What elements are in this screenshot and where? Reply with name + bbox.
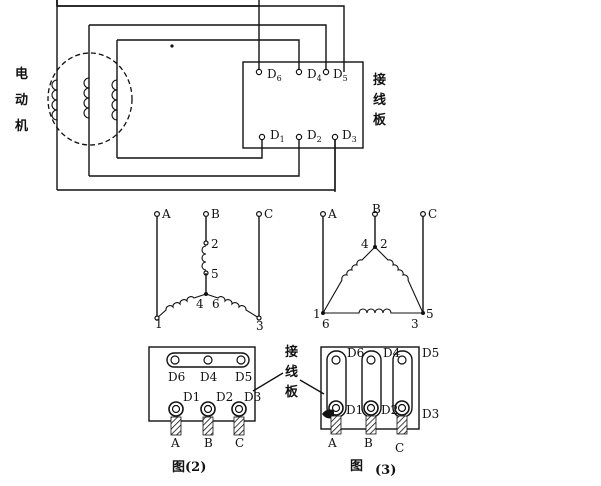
board3-phase-a: A: [327, 436, 337, 450]
motor-label-char-2: 动: [15, 93, 28, 108]
delta-phase-c: C: [428, 207, 437, 221]
star-num-2: 2: [211, 237, 219, 251]
board2-phase-a: A: [170, 436, 180, 450]
terminal-label-d1: D1: [270, 128, 285, 144]
callout-char-2: 线: [285, 364, 298, 380]
motor-label-char-3: 机: [15, 118, 28, 134]
board3-label-d6: D6: [347, 346, 364, 360]
board3-phase-c: C: [395, 441, 404, 455]
wire-d2: [89, 137, 300, 177]
star-phase-c: C: [264, 207, 273, 221]
delta-phase-a: A: [327, 207, 337, 221]
delta-num-5: 5: [426, 307, 434, 321]
board-label-char-3: 板: [373, 112, 387, 128]
star-num-5: 5: [211, 267, 219, 281]
caption-figure-3-num: (3): [375, 463, 396, 478]
caption-figure-2: 图(2): [172, 460, 206, 475]
delta-num-2: 2: [380, 237, 388, 251]
star-num-4: 4: [196, 297, 204, 311]
wire-d5: [56, 0, 260, 7]
board3-label-d1: D1: [346, 403, 363, 417]
board3-label-d2: D2: [381, 403, 398, 417]
star-num-6: 6: [212, 297, 220, 311]
terminal-label-d3: D3: [342, 128, 357, 144]
star-num-1: 1: [155, 317, 163, 331]
board-callout: 接 线 板: [252, 344, 325, 400]
motor-winding-2: [83, 25, 90, 176]
board2-label-d3: D3: [244, 390, 261, 404]
terminal-board-1: [242, 61, 364, 149]
star-num-3: 3: [256, 319, 264, 333]
star-connection-diagram: A B C 2 5 4 6 1 3: [154, 207, 273, 333]
board2-label-d6: D6: [168, 370, 185, 384]
terminal-board-delta: D6 D4 D5 D1 D2 D3 A B C 图 (3): [320, 346, 439, 478]
board3-label-d3: D3: [422, 407, 439, 421]
terminal-label-d5: D5: [333, 67, 348, 83]
terminal-label-d4: D4: [307, 67, 322, 83]
terminal-label-d2: D2: [307, 128, 322, 144]
delta-phase-b: B: [372, 202, 381, 216]
terminal-board-star: D6 D4 D5 D1 D2 D3 A B C 图(2): [148, 346, 261, 475]
delta-num-1: 1: [313, 307, 321, 321]
board2-label-d2: D2: [216, 390, 233, 404]
motor-label-char-1: 电: [15, 66, 28, 82]
board3-label-d5: D5: [422, 346, 439, 360]
board3-phase-b: B: [364, 436, 373, 450]
board2-label-d5: D5: [235, 370, 252, 384]
wire-d4: [89, 24, 327, 72]
wire-d1: [117, 137, 263, 159]
callout-char-3: 板: [285, 384, 299, 400]
motor-outline: [47, 52, 133, 146]
motor-winding-1: [51, 0, 58, 190]
board2-label-d4: D4: [200, 370, 218, 384]
figure-motor-terminal-board: D6 D4 D5 D1 D2 D3 电 动 机 接 线 板: [15, 0, 387, 192]
delta-connection-diagram: A B C 4 2 1 6 3 5: [313, 202, 437, 331]
terminal-label-d6: D6: [267, 67, 282, 83]
motor-winding-3: [111, 40, 118, 158]
board2-label-d1: D1: [183, 390, 200, 404]
callout-char-1: 接: [285, 344, 298, 360]
board-label-char-1: 接: [373, 72, 386, 88]
delta-num-4: 4: [361, 237, 369, 251]
star-phase-a: A: [161, 207, 171, 221]
board3-label-d4: D4: [383, 346, 401, 360]
delta-num-3: 3: [411, 317, 419, 331]
delta-num-6: 6: [322, 317, 330, 331]
board2-phase-c: C: [235, 436, 244, 450]
board2-phase-b: B: [204, 436, 213, 450]
caption-figure-3-main: 图: [350, 459, 363, 474]
star-phase-b: B: [211, 207, 220, 221]
wire-d3: [57, 137, 336, 191]
board-label-char-2: 线: [373, 92, 386, 108]
